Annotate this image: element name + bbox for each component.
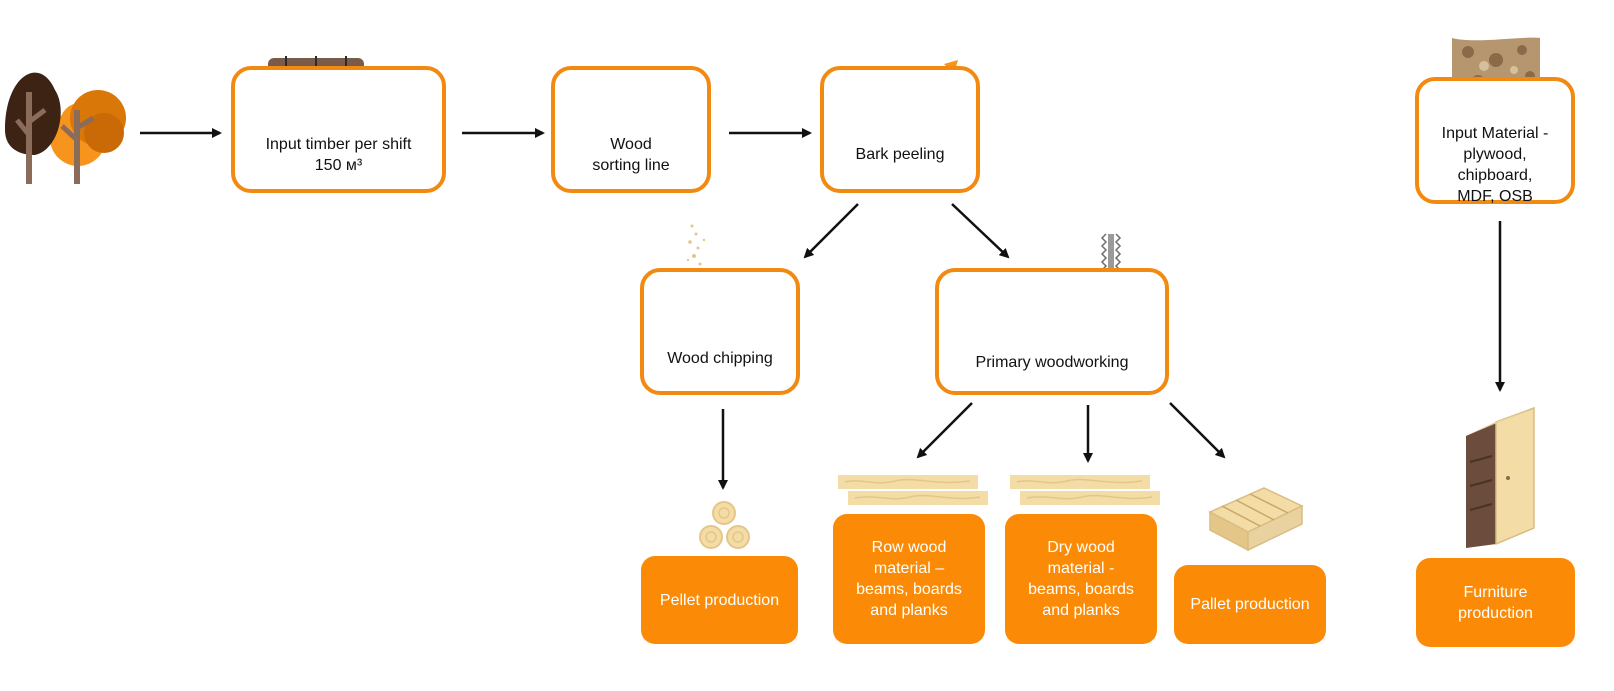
product-furniture: Furniture production [1416, 558, 1575, 647]
stage-input-timber: Input timber per shift 150 м³ [231, 66, 446, 193]
pallet-icon [1208, 487, 1304, 552]
stage-primary: Primary woodworking [935, 268, 1169, 395]
product-dry-wood: Dry wood material - beams, boards and pl… [1005, 514, 1157, 644]
product-raw-wood: Row wood material – beams, boards and pl… [833, 514, 985, 644]
stage-input-timber-label: Input timber per shift 150 м³ [235, 134, 442, 176]
stage-sorting-label: Wood sorting line [592, 136, 670, 174]
arrow-primary-to-pallet [1169, 402, 1226, 459]
stage-input-timber-title: Input timber per shift [265, 136, 412, 153]
stage-sorting: Wood sorting line [551, 66, 711, 193]
arrow-primary-to-raw [916, 402, 973, 459]
stage-bark-peeling: Bark peeling [820, 66, 980, 193]
stage-chipping: Wood chipping [640, 268, 800, 395]
product-pellet-1: Pellet production [641, 556, 798, 644]
boards-icon [1010, 475, 1160, 505]
product-pellet-1-label: Pellet production [659, 591, 780, 609]
product-pallet-label: Pallet production [1190, 596, 1310, 613]
product-furniture-label: Furniture production [1458, 583, 1533, 622]
stage-input-material-label: Input Material - plywood, chipboard, MDF… [1441, 125, 1549, 205]
arrow-peeling-to-chipping [803, 203, 859, 259]
stage-bark-peeling-label: Bark peeling [855, 146, 945, 163]
forest-trees-icon [5, 72, 126, 184]
pellet-rolls-icon [699, 501, 750, 549]
arrow-peeling-to-primary [951, 203, 1010, 259]
stage-primary-label: Primary woodworking [975, 354, 1129, 371]
stage-chipping-label: Wood chipping [667, 350, 773, 367]
boards-icon [838, 475, 988, 505]
product-pallet: Pallet production [1174, 565, 1326, 644]
stage-input-material: Input Material - plywood, chipboard, MDF… [1415, 77, 1575, 205]
stage-input-timber-volume: 150 м³ [314, 157, 363, 174]
product-dry-wood-label: Dry wood material - beams, boards and pl… [1028, 539, 1134, 619]
wardrobe-icon [1466, 406, 1535, 548]
product-raw-wood-label: Row wood material – beams, boards and pl… [856, 539, 962, 619]
